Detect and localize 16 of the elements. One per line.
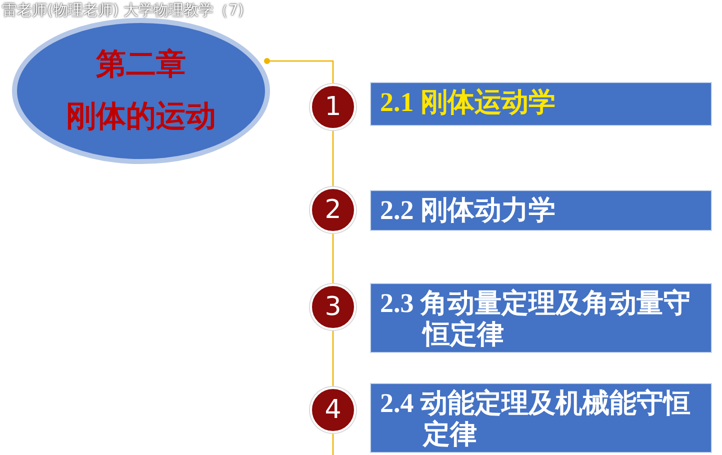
number-circle: 4	[310, 387, 356, 433]
section-box: 2.4 动能定理及机械能守恒定律	[370, 383, 712, 453]
number-circle: 2	[310, 187, 356, 233]
chapter-title: 刚体的运动	[66, 100, 216, 134]
number-circle: 3	[310, 284, 356, 330]
connector-line	[332, 234, 334, 283]
number-circle: 1	[310, 84, 356, 130]
section-box: 2.2 刚体动力学	[370, 190, 712, 231]
video-title: 雷老师(物理老师) 大学物理教学（7)	[2, 1, 244, 19]
section-box: 2.3 角动量定理及角动量守恒定律	[370, 283, 712, 353]
connector-line	[332, 131, 334, 186]
connector-line	[332, 434, 334, 455]
section-box: 2.1 刚体运动学	[370, 82, 712, 126]
connector-line	[264, 58, 334, 83]
connector-line	[332, 331, 334, 386]
chapter-number: 第二章	[96, 48, 186, 82]
